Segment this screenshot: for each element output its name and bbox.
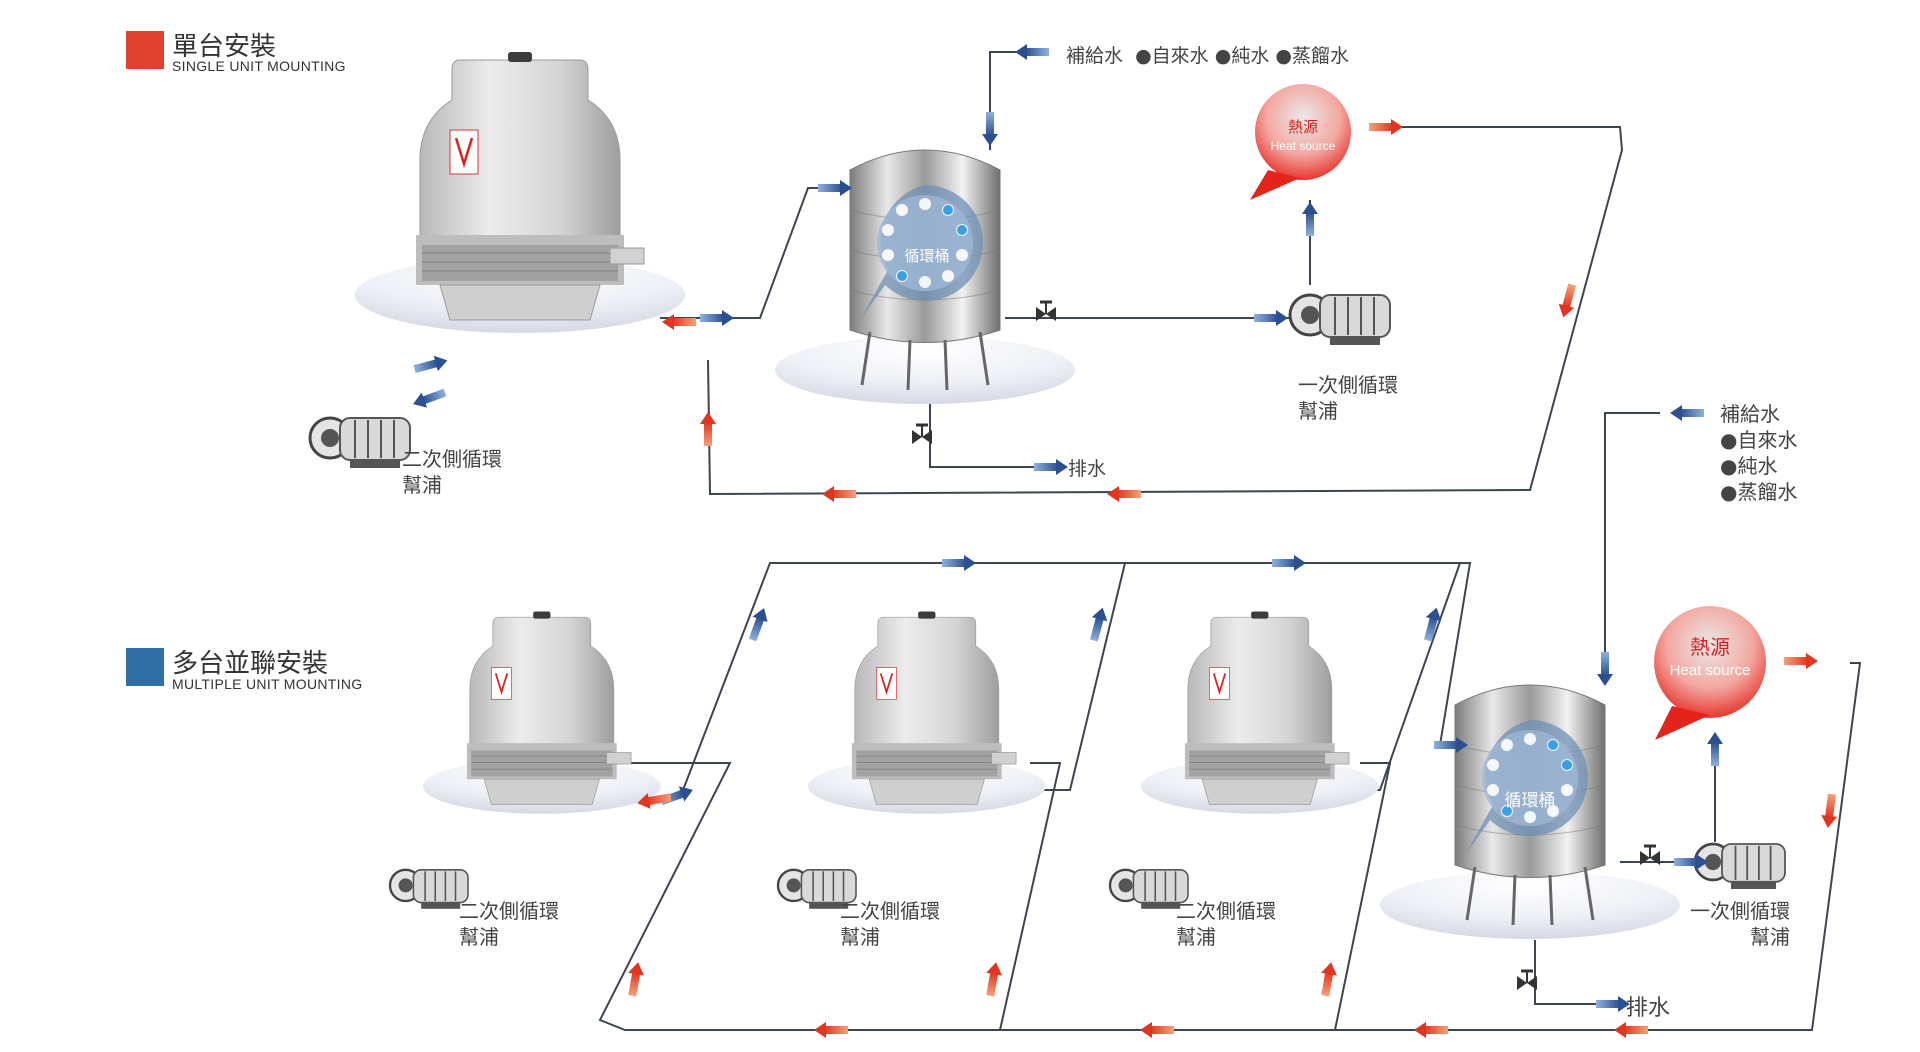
makeup-option-2-2: 純水	[1737, 454, 1778, 478]
secondary-pump-label-2-1: 二次側循環 幫浦	[459, 899, 559, 949]
return-branch-3	[1334, 762, 1392, 1031]
heat-return-pipe	[707, 126, 1624, 496]
single-drain-pipe	[929, 385, 1040, 468]
single-section-subtitle: SINGLE UNIT MOUNTING	[172, 58, 346, 74]
drain-label-2: 排水	[1626, 996, 1671, 1021]
tank-label: 循環桶	[904, 247, 949, 265]
makeup-option-2-3: 蒸餾水	[1737, 480, 1798, 504]
primary-pump-icon	[1288, 293, 1392, 347]
makeup-option-2: 純水	[1231, 45, 1270, 67]
primary-pump-label: 一次側循環 幫浦	[1298, 373, 1398, 423]
tank-label-2: 循環桶	[1505, 791, 1556, 811]
makeup-water-label: 補給水 ●自來水 ●純水 ●蒸餾水	[1066, 45, 1349, 67]
single-unit-section: 熱源 Heat source 循環桶	[308, 44, 1624, 502]
cooling-tower-icon	[353, 50, 687, 335]
secondary-pump-icon	[308, 416, 412, 470]
makeup-option-2-1: 自來水	[1737, 428, 1798, 452]
heat-source-icon: 熱源 Heat source	[1250, 84, 1351, 200]
makeup-water-pipe-2	[1604, 412, 1660, 680]
single-section-title: 單台安裝	[172, 32, 277, 62]
secondary-pump-label: 二次側循環 幫浦	[402, 447, 502, 497]
branch-pipe-2	[1030, 562, 1126, 791]
cooling-tower-icon-2	[807, 610, 1047, 815]
multiple-section-swatch	[126, 648, 164, 686]
branch-pipe-3	[1360, 562, 1461, 791]
multi-drain-pipe	[1534, 940, 1605, 1005]
single-section-swatch	[126, 31, 164, 69]
makeup-water-label-2: 補給水 ●自來水 ●純水 ●蒸餾水	[1720, 402, 1798, 504]
cooling-tower-icon-1	[422, 610, 662, 815]
multiple-unit-section: 熱源 Heat source 循環桶	[388, 405, 1862, 1038]
multiple-section-subtitle: MULTIPLE UNIT MOUNTING	[172, 676, 363, 692]
secondary-pump-label-2-3: 二次側循環 幫浦	[1176, 899, 1276, 949]
makeup-option-1: 自來水	[1151, 45, 1209, 67]
secondary-pump-icon-1	[388, 868, 470, 910]
single-pipes	[660, 51, 1624, 496]
heat-source-zh: 熱源	[1288, 118, 1318, 136]
heat-source-en: Heat source	[1271, 139, 1336, 153]
heat-source-icon-2: 熱源 Heat source	[1654, 606, 1766, 740]
heat-source-en-2: Heat source	[1670, 662, 1751, 679]
cooling-tower-icon-3	[1140, 610, 1380, 815]
circulation-tank-icon-2	[1378, 683, 1682, 941]
primary-pump-icon-2	[1693, 842, 1787, 891]
makeup-option-3: 蒸餾水	[1291, 45, 1349, 67]
heat-source-zh-2: 熱源	[1690, 635, 1730, 659]
multiple-section-title: 多台並聯安裝	[172, 649, 329, 679]
drain-label: 排水	[1068, 458, 1107, 480]
return-branch-2	[999, 762, 1062, 1031]
return-header-pipe	[598, 662, 1862, 1031]
primary-pump-label-2: 一次側循環 幫浦	[1690, 899, 1790, 949]
tower-to-tank-pipe	[660, 187, 852, 319]
secondary-pump-label-2-2: 二次側循環 幫浦	[840, 899, 940, 949]
